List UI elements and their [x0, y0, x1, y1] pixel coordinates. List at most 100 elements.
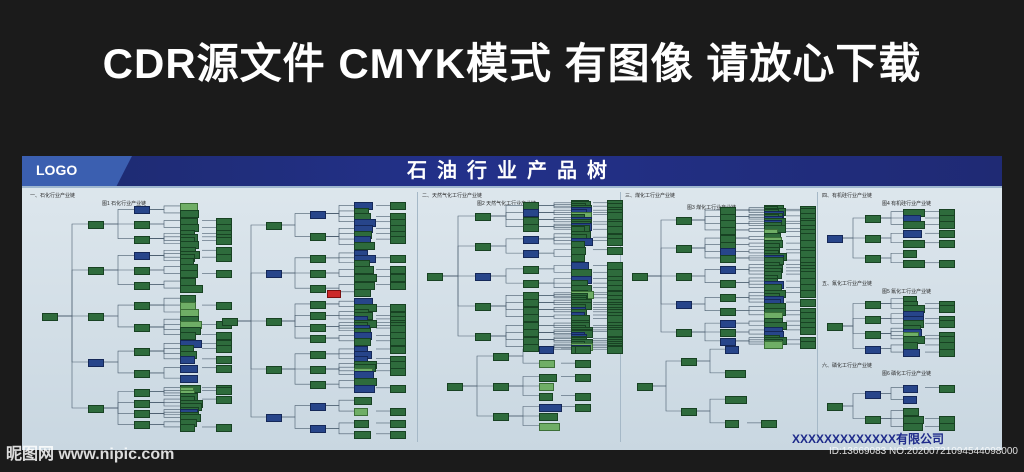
- logo: LOGO: [36, 162, 78, 178]
- connector-line: [324, 399, 354, 406]
- connector-line: [734, 297, 764, 303]
- flow-node: [720, 307, 736, 316]
- connector-line: [646, 275, 676, 333]
- connector-line: [734, 251, 764, 254]
- headline: CDR源文件 CMYK模式 有图像 请放心下载: [102, 40, 922, 87]
- flow-node: [865, 235, 881, 243]
- connector-line: [841, 393, 865, 407]
- section-title: 四、有机硅行业产业链: [822, 193, 873, 199]
- connector-line: [324, 213, 354, 223]
- flow-node: [310, 300, 326, 309]
- flow-node: [800, 341, 816, 350]
- flow-node: [939, 349, 955, 358]
- connector-line: [148, 266, 180, 271]
- connector-line: [537, 302, 571, 305]
- flow-node: [827, 403, 843, 411]
- connector-line: [148, 326, 180, 336]
- connector-line: [489, 215, 523, 227]
- connector-line: [537, 325, 571, 328]
- connector-line: [537, 265, 571, 270]
- connector-line: [148, 269, 180, 274]
- connector-line: [537, 226, 571, 230]
- flow-node: [216, 345, 232, 354]
- flow-node: [676, 245, 692, 253]
- section-title: 一、石化行业产业链: [30, 193, 76, 199]
- connector-line: [489, 245, 523, 254]
- flow-node: [390, 430, 406, 439]
- flow-node: [571, 253, 585, 262]
- figure-title: 图2 天然气化工行业产业链: [477, 201, 537, 207]
- connector-line: [148, 421, 180, 425]
- flow-node: [539, 373, 557, 382]
- connector-line: [879, 237, 903, 244]
- figure-title: 图1 石化行业产业链: [102, 201, 147, 207]
- flow-node: [134, 421, 150, 430]
- connector-line: [734, 310, 764, 316]
- flow-node: [390, 384, 406, 393]
- connector-line: [879, 418, 903, 427]
- flow-node: [266, 366, 282, 374]
- flow-node: [310, 233, 326, 242]
- connector-line: [507, 355, 539, 364]
- flow-node: [575, 392, 591, 401]
- flow-node: [216, 364, 232, 373]
- connector-line: [879, 318, 903, 324]
- flow-node: [575, 373, 591, 382]
- figure-title: 图5 氟化工行业产业链: [882, 289, 932, 295]
- connector-line: [324, 383, 354, 389]
- section-title: 五、氟化工行业产业链: [822, 281, 873, 287]
- flow-node: [865, 315, 881, 324]
- section-title: 二、天然气化工行业产业链: [422, 193, 483, 199]
- connector-line: [148, 238, 180, 245]
- connector-line: [324, 337, 354, 342]
- connector-line: [489, 275, 523, 284]
- flow-node: [676, 217, 692, 225]
- connector-line: [507, 385, 539, 396]
- column-divider: [817, 192, 818, 442]
- flow-node: [310, 210, 326, 219]
- connector-line: [537, 282, 571, 288]
- connector-line: [537, 322, 571, 326]
- connector-line: [690, 244, 720, 249]
- flow-node: [134, 348, 150, 357]
- flow-node: [390, 254, 406, 263]
- flow-node: [539, 383, 554, 391]
- connector-line: [489, 305, 523, 317]
- flow-node: [354, 288, 371, 297]
- flow-node: [575, 345, 591, 354]
- header-underline: [22, 186, 1002, 188]
- flow-node: [134, 369, 150, 378]
- figure-title: 图3 煤化工行业产业链: [687, 205, 737, 211]
- connector-line: [734, 223, 764, 226]
- connector-line: [734, 282, 764, 288]
- flow-node: [720, 266, 736, 275]
- flow-node: [865, 215, 881, 223]
- connector-line: [441, 245, 475, 277]
- flow-node: [354, 397, 372, 406]
- connector-line: [879, 348, 903, 353]
- flow-node: [903, 396, 917, 405]
- connector-line: [280, 224, 310, 237]
- connector-line: [324, 303, 354, 307]
- connector-line: [148, 220, 180, 225]
- flow-node: [607, 226, 623, 235]
- connector-line: [690, 331, 720, 342]
- flow-node: [88, 267, 104, 275]
- connector-line: [690, 303, 720, 311]
- connector-line: [324, 422, 354, 429]
- connector-line: [461, 385, 493, 417]
- flow-node: [800, 299, 816, 308]
- connector-line: [507, 406, 539, 417]
- connector-line: [102, 269, 134, 285]
- flow-node: [903, 423, 923, 432]
- connector-line: [734, 329, 764, 333]
- connector-line: [148, 372, 180, 379]
- connector-line: [102, 315, 134, 328]
- connector-line: [441, 275, 475, 337]
- connector-line: [324, 353, 354, 359]
- flow-node: [493, 413, 509, 421]
- flow-node: [523, 223, 539, 232]
- flow-node: [216, 237, 232, 246]
- connector-line: [879, 298, 903, 304]
- flow-node: [327, 290, 341, 298]
